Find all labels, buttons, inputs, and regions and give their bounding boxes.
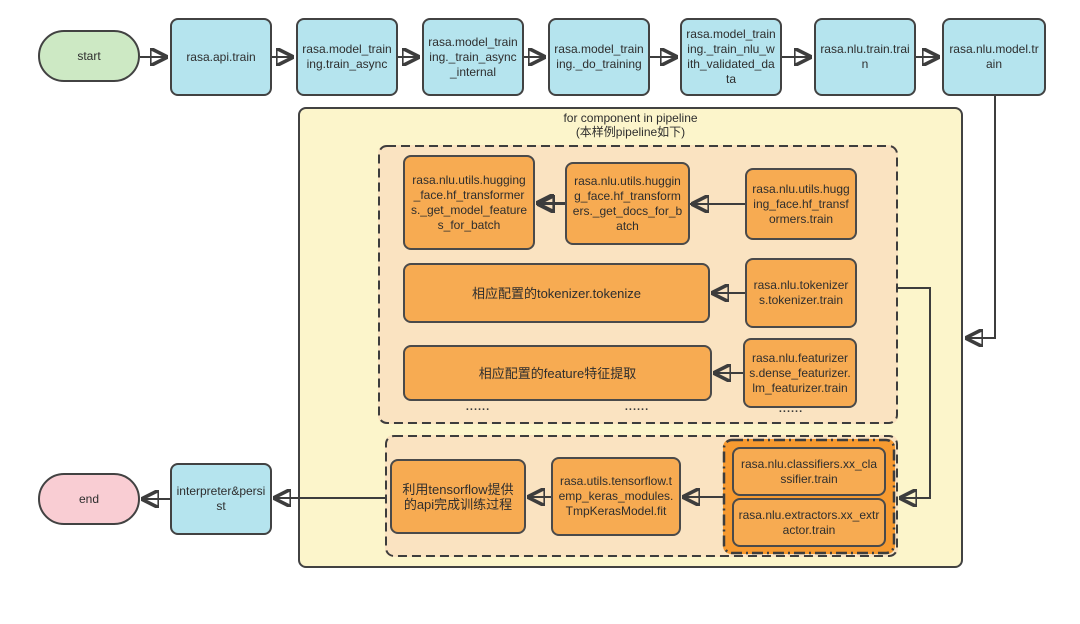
node-hf-get-docs-for-batch: rasa.nlu.utils.hugging_face.hf_transform… xyxy=(565,162,690,245)
loop-title: for component in pipeline (本样例pipeline如下… xyxy=(298,111,963,139)
loop-title-line1: for component in pipeline xyxy=(563,111,698,125)
node-xx-extractor-train: rasa.nlu.extractors.xx_extractor.train xyxy=(732,498,886,547)
training-stage-border xyxy=(385,435,898,557)
node-xx-classifier-train: rasa.nlu.classifiers.xx_classifier.train xyxy=(732,447,886,496)
featurization-stage-border xyxy=(378,145,898,424)
node-nlu-train-train: rasa.nlu.train.train xyxy=(814,18,916,96)
node-feature-extract: 相应配置的feature特征提取 xyxy=(403,345,712,401)
node-lm-featurizer-train: rasa.nlu.featurizers.dense_featurizer.lm… xyxy=(743,338,857,408)
node-do-training: rasa.model_training._do_training xyxy=(548,18,650,96)
node-tokenizer-train: rasa.nlu.tokenizers.tokenizer.train xyxy=(745,258,857,328)
node-tensorflow-api-training: 利用tensorflow提供的api完成训练过程 xyxy=(390,459,526,534)
node-hf-transformers-train: rasa.nlu.utils.hugging_face.hf_transform… xyxy=(745,168,857,240)
node-train-async-internal: rasa.model_training._train_async_interna… xyxy=(422,18,524,96)
node-train-async: rasa.model_training.train_async xyxy=(296,18,398,96)
loop-title-line2: (本样例pipeline如下) xyxy=(575,125,686,139)
node-tmp-keras-model-fit: rasa.utils.tensorflow.temp_keras_modules… xyxy=(551,457,681,536)
arrow-stage1-to-classifier-group xyxy=(898,287,931,498)
arrow-model-train-to-loop xyxy=(967,96,996,338)
node-interpreter-persist: interpreter&persist xyxy=(170,463,272,535)
node-train-nlu-with-validated-data: rasa.model_training._train_nlu_with_vali… xyxy=(680,18,782,96)
node-nlu-model-train: rasa.nlu.model.train xyxy=(942,18,1046,96)
ellipsis-left: ...... xyxy=(465,401,491,413)
node-rasa-api-train: rasa.api.train xyxy=(170,18,272,96)
start-node: start xyxy=(38,30,140,82)
node-hf-get-model-features: rasa.nlu.utils.hugging_face.hf_transform… xyxy=(403,155,535,250)
node-tokenizer-tokenize: 相应配置的tokenizer.tokenize xyxy=(403,263,710,323)
classifier-group-border xyxy=(722,438,896,555)
ellipsis-center: ...... xyxy=(624,401,650,413)
end-node: end xyxy=(38,473,140,525)
